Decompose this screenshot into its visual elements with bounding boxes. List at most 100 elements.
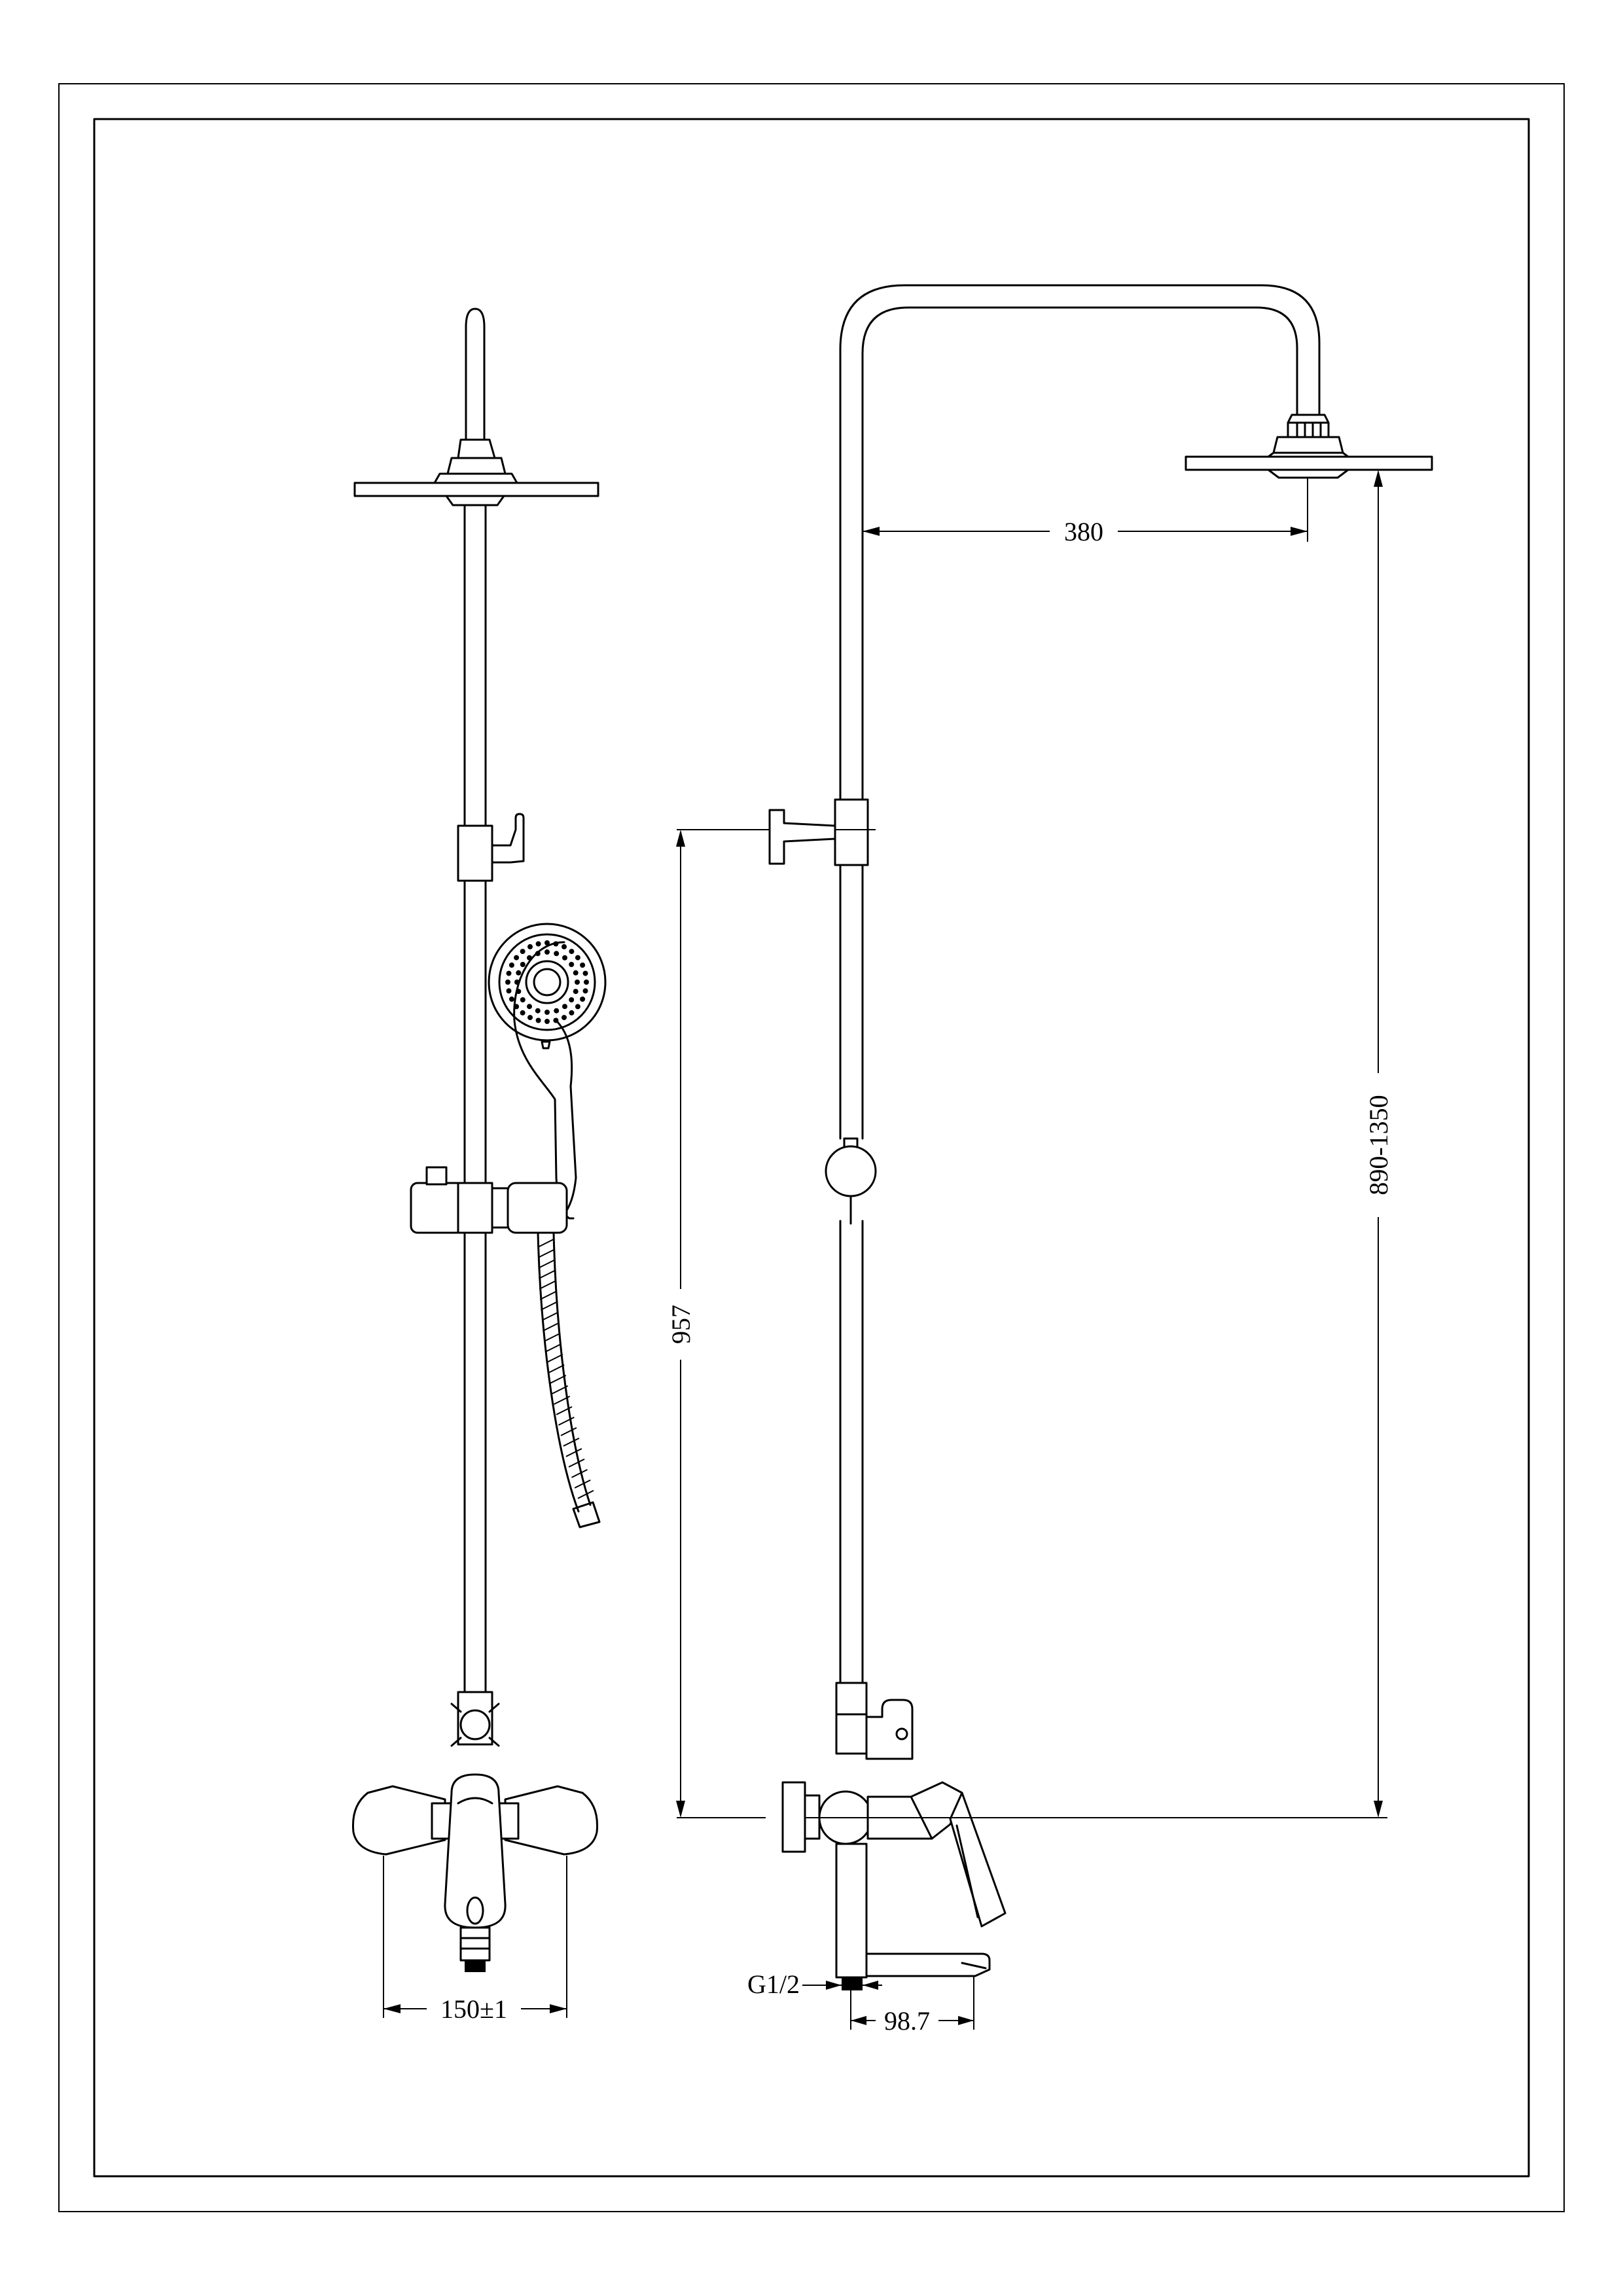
dim-label-380: 380: [1064, 517, 1103, 546]
front-slider-bracket: [410, 1166, 568, 1234]
inner-frame: [93, 118, 1530, 2178]
nozzle-dot: [520, 949, 526, 955]
front-hose: [537, 1231, 601, 1528]
nozzle-dot: [554, 1008, 560, 1014]
nozzle-dot: [569, 1010, 575, 1016]
front-mixer: [351, 1773, 599, 1972]
nozzle-dot: [516, 989, 522, 995]
hose-coil: [541, 1312, 558, 1321]
hose-coil: [565, 1448, 582, 1457]
side-head-nut: [1272, 414, 1344, 454]
hose-coil: [538, 1260, 555, 1269]
hose-coil: [548, 1364, 565, 1373]
nozzle-dot: [569, 997, 575, 1002]
front-head-arm: [465, 308, 486, 441]
front-lever-handle: [444, 1773, 507, 1929]
hose-coil: [538, 1270, 555, 1279]
dim-height-range: 890-1350: [1186, 469, 1394, 1818]
nozzle-dot: [580, 963, 586, 968]
nozzle-dot: [535, 1008, 541, 1014]
nozzle-dot: [508, 997, 514, 1002]
hose-coil: [558, 1417, 575, 1426]
hose-coil: [552, 1385, 569, 1394]
nozzle-dot: [516, 970, 522, 976]
nozzle-dot: [544, 940, 550, 945]
nozzle-dot: [520, 997, 526, 1002]
nozzle-dot: [554, 951, 560, 957]
nozzle-dot: [535, 941, 541, 947]
nozzle-dot: [520, 1010, 526, 1016]
nozzle-dot: [527, 944, 533, 949]
nozzle-dot: [553, 941, 559, 947]
hose-coil: [568, 1458, 585, 1468]
nozzle-dot: [527, 1015, 533, 1021]
hose-coil: [560, 1427, 577, 1436]
nozzle-dot: [520, 962, 526, 967]
front-head-plate: [353, 482, 599, 497]
nozzle-dot: [562, 955, 567, 961]
nozzle-dot: [573, 989, 579, 995]
hand-shower-nozzles: [505, 940, 589, 1024]
front-spout: [459, 1926, 491, 1962]
dim-label-957: 957: [666, 1305, 696, 1344]
front-mixer-right-eccentric: [504, 1785, 599, 1856]
front-mixer-left-eccentric: [351, 1785, 446, 1856]
side-inlet-knob: [781, 1781, 806, 1853]
side-lower-bracket: [865, 1699, 914, 1760]
outer-frame: [58, 83, 1565, 2212]
nozzle-dot: [573, 970, 579, 976]
hose-coil: [577, 1490, 594, 1499]
side-overhead-arm: [839, 284, 1321, 807]
hose-coil: [550, 1375, 567, 1384]
side-spout: [865, 1952, 991, 1977]
hose-coil: [539, 1291, 556, 1300]
nozzle-dot: [562, 944, 567, 949]
front-head-nut: [446, 438, 507, 475]
nozzle-dot: [514, 955, 520, 961]
hand-shower: [488, 923, 607, 1220]
hose-coil: [544, 1333, 560, 1342]
hose-coil: [539, 1280, 556, 1290]
nozzle-dot: [544, 1010, 550, 1015]
hose-coil: [545, 1343, 562, 1352]
nozzle-dot: [544, 1019, 550, 1024]
nozzle-dot: [514, 1004, 520, 1010]
hose-coil: [546, 1354, 563, 1363]
side-view: [768, 284, 1433, 1990]
nozzle-dot: [535, 951, 541, 957]
front-lower-knob: [450, 1703, 500, 1747]
dim-label-890-1350: 890-1350: [1364, 1095, 1393, 1195]
dim-label-98-7: 98.7: [884, 2006, 930, 2036]
nozzle-dot: [562, 1015, 567, 1021]
side-upper-clamp: [834, 798, 869, 866]
nozzle-dot: [544, 949, 550, 955]
front-view: [351, 308, 607, 2018]
nozzle-dot: [535, 1017, 541, 1023]
hose-coil: [563, 1438, 580, 1447]
hose-coil: [537, 1249, 554, 1258]
nozzle-dot: [505, 980, 510, 985]
nozzle-dot: [569, 949, 575, 955]
nozzle-dot: [506, 988, 512, 994]
hose-coil: [574, 1479, 591, 1489]
hose-coil: [554, 1396, 571, 1405]
dim-thread: G1/2: [747, 1969, 882, 1999]
nozzle-dot: [508, 963, 514, 968]
hose-coil: [556, 1406, 573, 1415]
nozzle-dot: [553, 1017, 559, 1023]
dim-bar-height: 957: [666, 829, 1387, 1818]
dim-label-150: 150±1: [440, 1994, 507, 2024]
nozzle-dot: [527, 955, 532, 961]
dim-inlet-spacing: 150±1: [383, 1994, 567, 2024]
hose-coil: [571, 1469, 588, 1478]
nozzle-dot: [584, 980, 589, 985]
nozzle-dot: [580, 997, 586, 1002]
nozzle-dot: [575, 980, 580, 985]
nozzle-dot: [582, 988, 588, 994]
nozzle-dot: [575, 955, 580, 961]
front-upper-clamp: [457, 824, 493, 882]
nozzle-dot: [506, 970, 512, 976]
hose-coil: [541, 1301, 557, 1311]
dim-label-g12: G1/2: [747, 1969, 800, 1999]
